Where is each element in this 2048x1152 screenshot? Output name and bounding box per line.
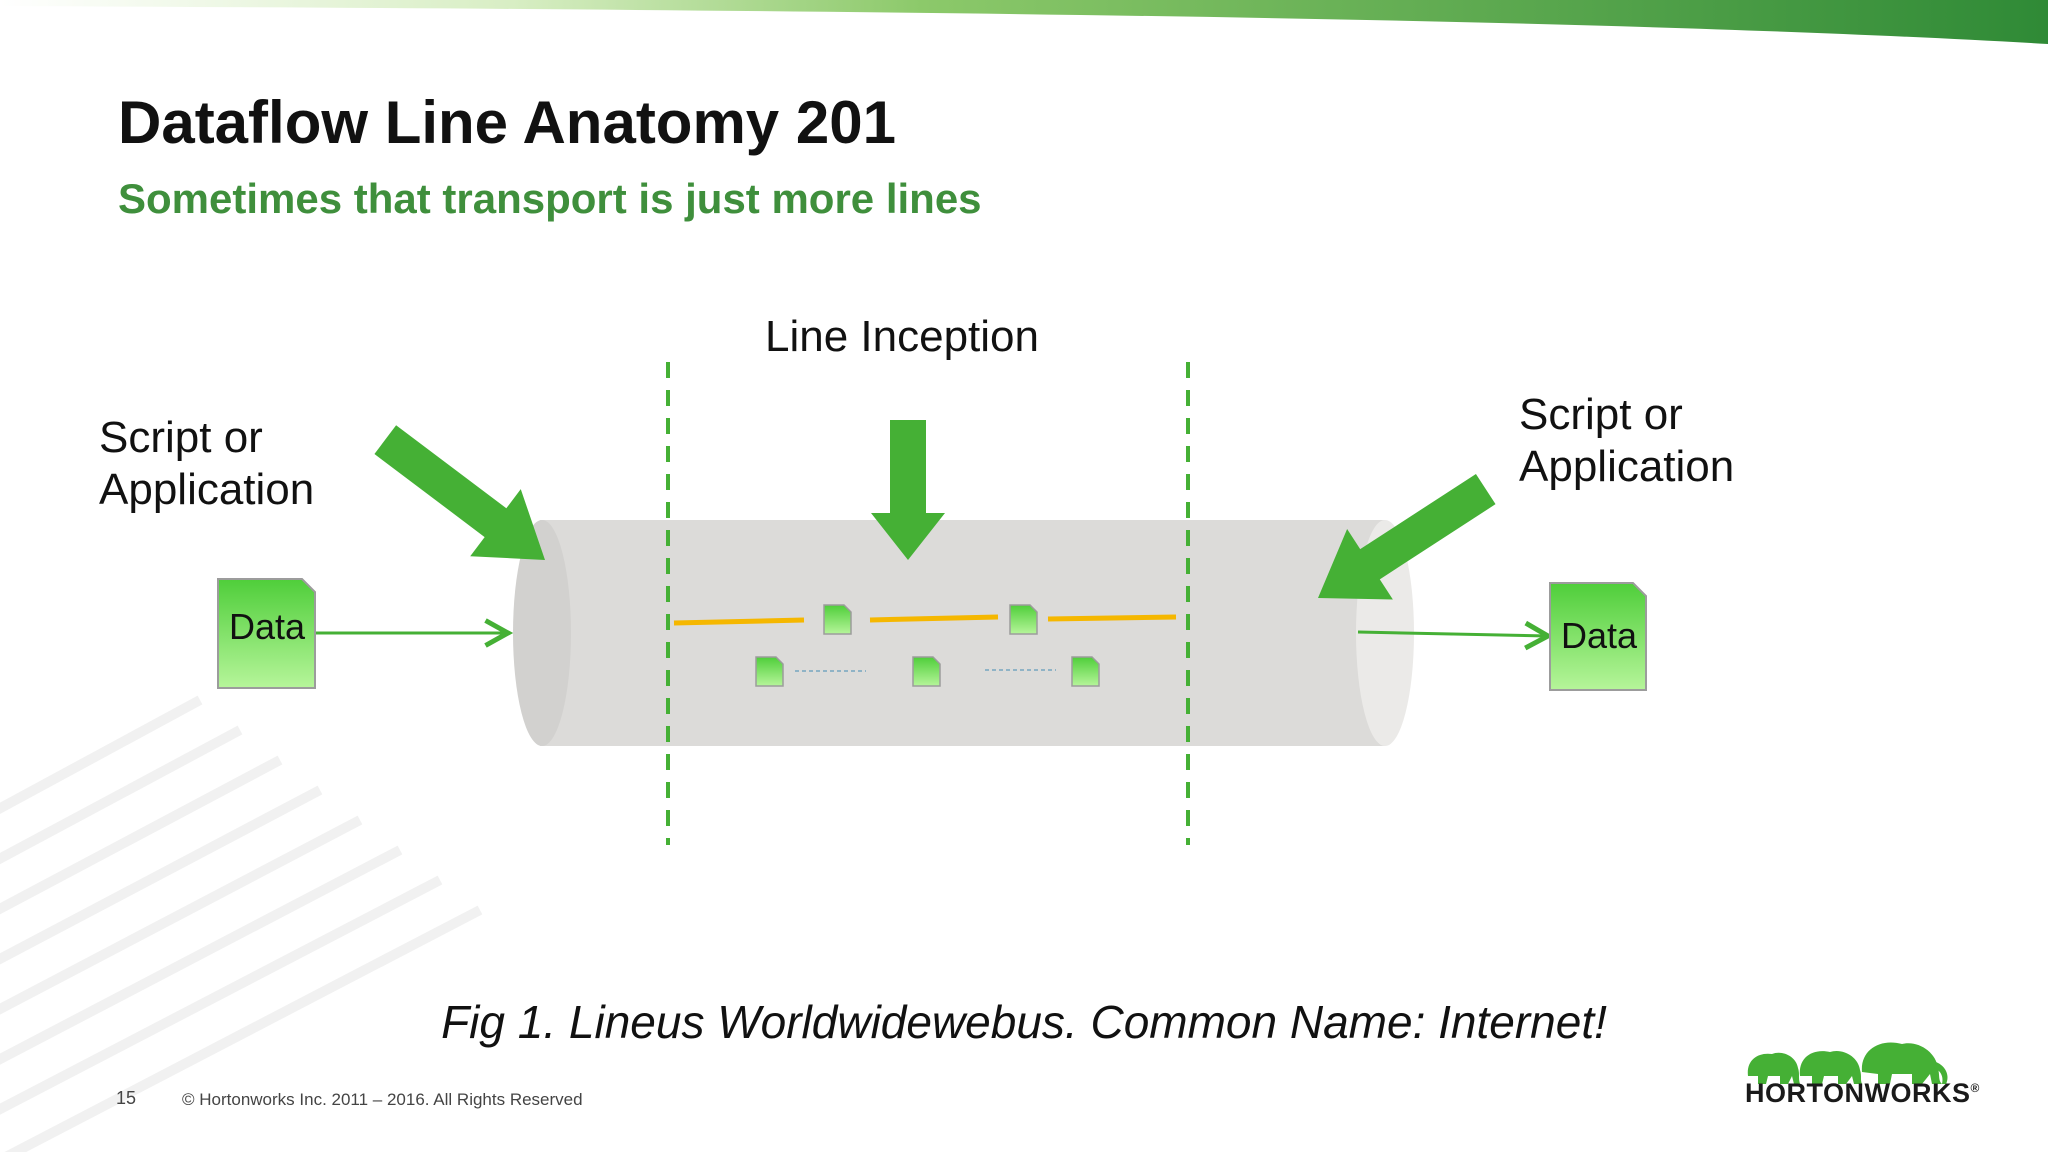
document-icon	[1071, 656, 1100, 687]
pipe-cylinder	[513, 520, 1414, 746]
left-data-label: Data	[229, 606, 306, 647]
registered-mark: ®	[1970, 1081, 1980, 1095]
arrow-icon	[1318, 473, 1496, 600]
right-source-label-line1: Script or	[1519, 390, 1683, 439]
left-source-label-line2: Application	[99, 465, 314, 514]
right-data-label: Data	[1561, 615, 1638, 656]
elephant-icon	[1747, 1042, 1948, 1084]
logo-wordmark: HORTONWORKS	[1745, 1078, 1971, 1108]
document-icon	[912, 656, 941, 687]
left-data-document: Data	[217, 578, 316, 689]
company-logo-text: HORTONWORKS®	[1745, 1078, 1980, 1109]
copyright-notice: © Hortonworks Inc. 2011 – 2016. All Righ…	[182, 1090, 583, 1109]
document-icon	[823, 604, 852, 635]
inner-lines	[673, 614, 1177, 672]
document-icon	[755, 656, 784, 687]
page-subtitle: Sometimes that transport is just more li…	[118, 175, 982, 222]
right-source-label-line2: Application	[1519, 442, 1734, 491]
data-out-arrow	[1357, 632, 1548, 636]
document-icon	[1009, 604, 1038, 635]
page-number: 15	[116, 1088, 137, 1108]
figure-caption: Fig 1. Lineus Worldwidewebus. Common Nam…	[441, 996, 1607, 1048]
top-band	[0, 0, 2048, 44]
arrow-icon	[374, 425, 545, 560]
left-source-label-line1: Script or	[99, 413, 263, 462]
page-title: Dataflow Line Anatomy 201	[118, 89, 896, 156]
right-data-document: Data	[1549, 582, 1647, 691]
arrow-icon	[871, 420, 945, 560]
center-label: Line Inception	[765, 312, 1039, 361]
